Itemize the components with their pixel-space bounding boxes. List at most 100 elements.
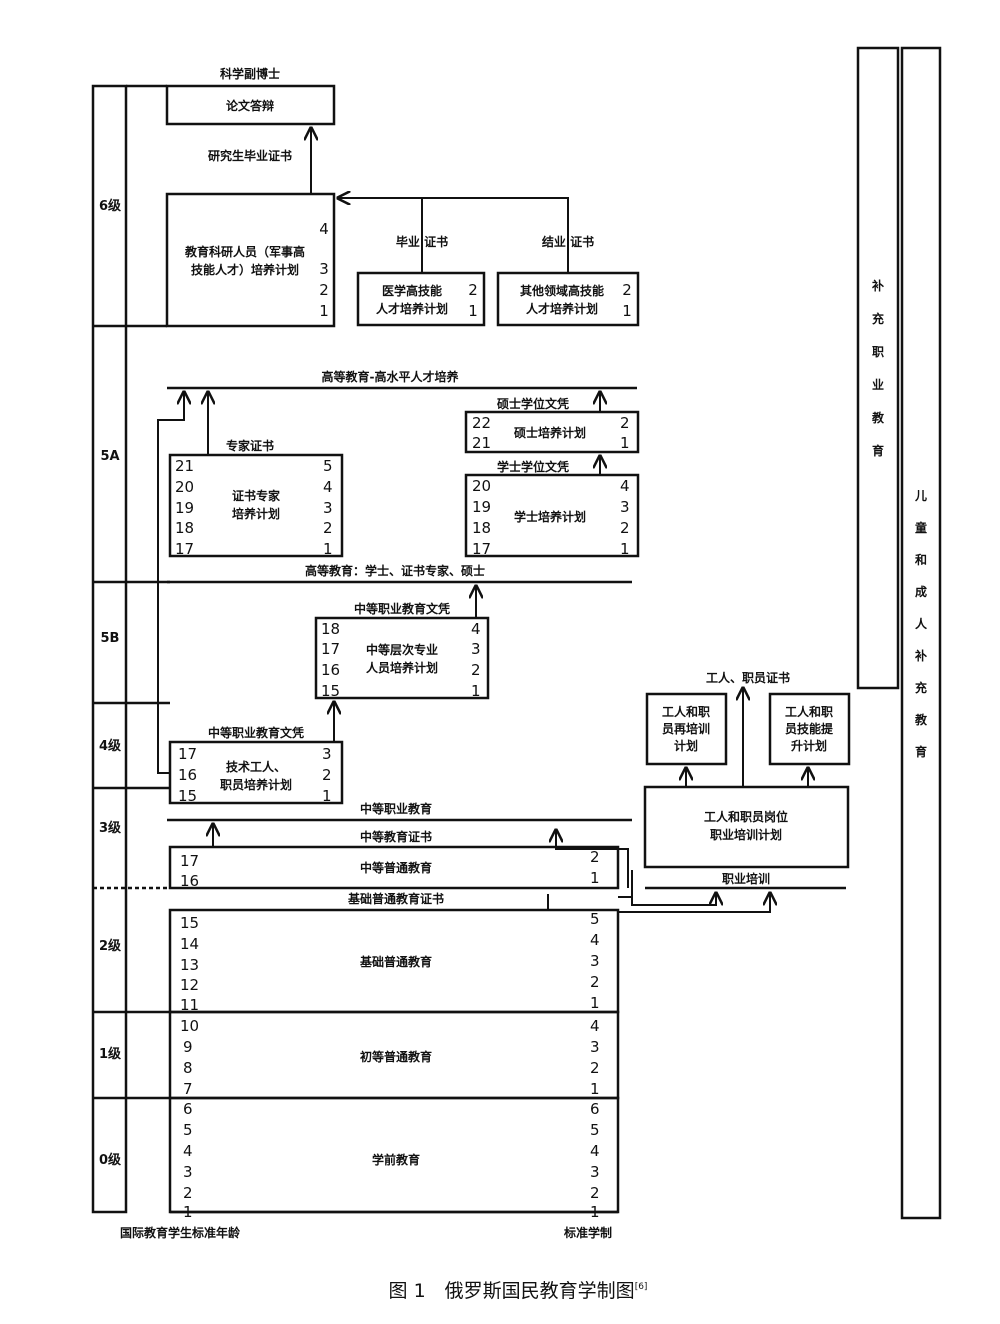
mid-level-year: 3 xyxy=(471,640,481,658)
bachelor-box xyxy=(464,473,640,558)
master-box xyxy=(464,410,640,454)
basic-year: 3 xyxy=(590,952,600,970)
research-year: 4 xyxy=(319,220,329,238)
mid-level-age: 17 xyxy=(321,640,340,658)
specialist-year: 1 xyxy=(323,540,333,558)
secondary-general-box xyxy=(168,845,620,890)
basic-certificate-label: 基础普通教育证书 xyxy=(347,891,444,906)
other-year: 1 xyxy=(622,302,632,320)
primary-year: 4 xyxy=(590,1017,600,1035)
skilled-worker-age: 15 xyxy=(178,787,197,805)
basic-age: 12 xyxy=(180,976,199,994)
skilled-worker-year: 3 xyxy=(322,745,332,763)
skilled-worker-age: 16 xyxy=(178,766,197,784)
primary-age: 10 xyxy=(180,1017,199,1035)
retrain-line3: 计划 xyxy=(674,738,698,753)
master-year: 1 xyxy=(620,434,630,452)
level-4: 4级 xyxy=(99,738,122,754)
specialist-year: 2 xyxy=(323,519,333,537)
bachelor-year: 2 xyxy=(620,519,630,537)
basic-age: 11 xyxy=(180,996,199,1014)
research-line2: 技能人才）培养计划 xyxy=(191,262,299,277)
bachelor-age: 17 xyxy=(472,540,491,558)
mid-level-line1: 中等层次专业 xyxy=(366,642,438,657)
master-year: 2 xyxy=(620,414,630,432)
post-training-line2: 职业培训计划 xyxy=(710,827,782,842)
mid-level-specialist-box xyxy=(314,616,490,700)
sec-general-age: 17 xyxy=(180,852,199,870)
sec-voc-diploma-5b: 中等职业教育文凭 xyxy=(354,601,450,616)
primary-age: 9 xyxy=(183,1038,193,1056)
primary-year: 2 xyxy=(590,1059,600,1077)
level-2: 2级 xyxy=(99,938,122,954)
mid-level-line2: 人员培养计划 xyxy=(366,660,438,675)
master-diploma-label: 硕士学位文凭 xyxy=(497,396,569,411)
bachelor-year: 1 xyxy=(620,540,630,558)
preschool-year: 4 xyxy=(590,1142,600,1160)
defense-label: 论文答辩 xyxy=(226,98,274,113)
medical-year: 2 xyxy=(468,281,478,299)
level-3: 3级 xyxy=(99,820,122,836)
master-box-label: 硕士培养计划 xyxy=(514,425,586,440)
master-age: 21 xyxy=(472,434,491,452)
preschool-label: 学前教育 xyxy=(372,1152,420,1167)
vocational-training-label: 职业培训 xyxy=(722,871,770,886)
specialist-line2: 培养计划 xyxy=(232,506,280,521)
retrain-line1: 工人和职 xyxy=(662,704,710,719)
defense-box xyxy=(165,84,336,126)
preschool-age: 4 xyxy=(183,1142,193,1160)
upskill-line3: 升计划 xyxy=(791,738,827,753)
bachelor-year: 3 xyxy=(620,498,630,516)
preschool-age: 6 xyxy=(183,1100,193,1118)
basic-year: 5 xyxy=(590,910,600,928)
preschool-age: 5 xyxy=(183,1121,193,1139)
research-year: 2 xyxy=(319,281,329,299)
vertical-char: 人 xyxy=(915,616,928,631)
specialist-age: 20 xyxy=(175,478,194,496)
skilled-worker-line1: 技术工人、 xyxy=(226,759,286,774)
level-5b: 5B xyxy=(101,631,120,646)
sec-voc-diploma-4: 中等职业教育文凭 xyxy=(208,725,304,740)
sec-general-year: 2 xyxy=(590,848,600,866)
bachelor-age: 18 xyxy=(472,519,491,537)
bachelor-diploma-label: 学士学位文凭 xyxy=(497,459,569,474)
primary-age: 8 xyxy=(183,1059,193,1077)
basic-year: 1 xyxy=(590,994,600,1012)
mid-level-age: 15 xyxy=(321,682,340,700)
specialist-year: 5 xyxy=(323,457,333,475)
doctorate-title: 科学副博士 xyxy=(220,66,280,81)
skilled-worker-line2: 职员培养计划 xyxy=(220,777,292,792)
preschool-year: 5 xyxy=(590,1121,600,1139)
sec-general-year: 1 xyxy=(590,869,600,887)
vertical-char: 教 xyxy=(871,410,885,425)
preschool-year: 3 xyxy=(590,1163,600,1181)
basic-age: 13 xyxy=(180,956,199,974)
age-axis-label: 国际教育学生标准年龄 xyxy=(120,1225,241,1240)
higher-bottom-label: 高等教育：学士、证书专家、硕士 xyxy=(305,563,485,578)
specialist-age: 17 xyxy=(175,540,194,558)
level-1: 1级 xyxy=(99,1046,122,1062)
research-year: 3 xyxy=(319,260,329,278)
vertical-char: 教 xyxy=(914,712,928,727)
master-age: 22 xyxy=(472,414,491,432)
post-training-line1: 工人和职员岗位 xyxy=(704,809,788,824)
specialist-age: 21 xyxy=(175,457,194,475)
research-training-box xyxy=(165,192,336,328)
grad-certificate-label: 研究生毕业证书 xyxy=(208,148,292,163)
preschool-age: 3 xyxy=(183,1163,193,1181)
bachelor-age: 20 xyxy=(472,477,491,495)
specialist-cert-label: 专家证书 xyxy=(226,438,274,453)
preschool-age: 2 xyxy=(183,1184,193,1202)
bachelor-year: 4 xyxy=(620,477,630,495)
primary-age: 7 xyxy=(183,1080,193,1098)
vertical-char: 育 xyxy=(915,744,927,759)
sec-general-age: 16 xyxy=(180,872,199,890)
vertical-char: 充 xyxy=(872,311,884,326)
specialist-line1: 证书专家 xyxy=(232,488,281,503)
vertical-char: 业 xyxy=(872,377,884,392)
completion-cert-label: 结业 证书 xyxy=(542,234,594,249)
vertical-char: 童 xyxy=(915,520,927,535)
specialist-year: 3 xyxy=(323,499,333,517)
